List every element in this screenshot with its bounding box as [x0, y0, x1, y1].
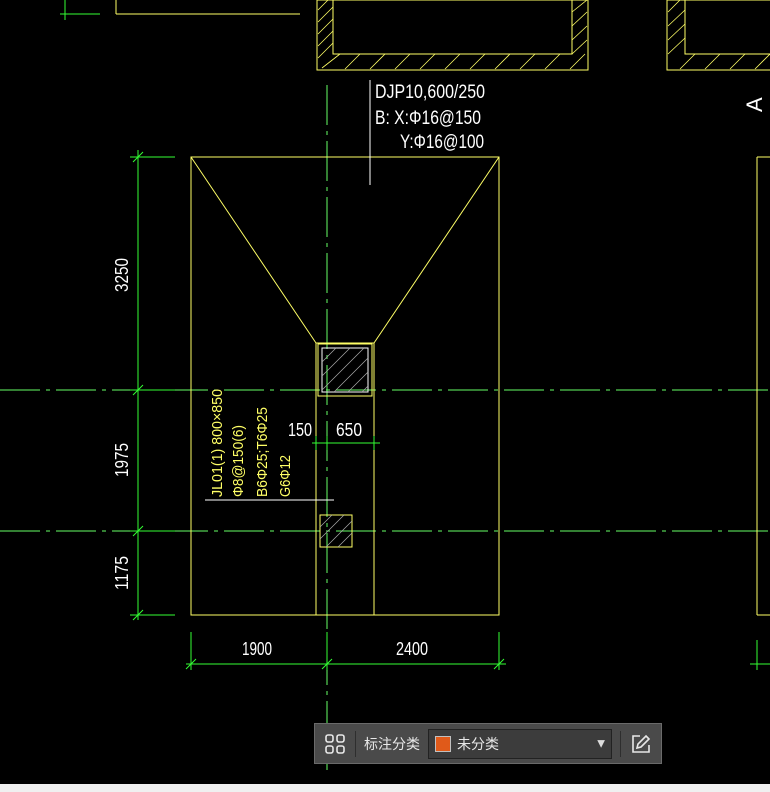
axis-lines	[0, 85, 770, 770]
toolbar-separator	[620, 730, 621, 757]
top-hatching	[317, 0, 770, 70]
column-lower[interactable]	[319, 514, 353, 548]
dim-col-left: 150	[288, 420, 312, 440]
toolbar-separator	[355, 730, 356, 757]
dim-bottom-left: 1900	[242, 639, 272, 659]
top-structures	[115, 0, 770, 71]
edit-icon[interactable]	[621, 724, 661, 763]
chevron-down-icon: ▼	[597, 738, 605, 749]
grid-icon[interactable]	[315, 724, 355, 763]
annotation-category-label: 标注分类	[364, 736, 420, 753]
dimension-lines	[60, 0, 770, 670]
leader-lines	[205, 80, 371, 501]
axis-letter: A	[742, 97, 767, 112]
dim-bottom-right: 2400	[396, 639, 428, 659]
column-upper[interactable]	[317, 343, 373, 397]
foundation-label-line2[interactable]: B: X:Φ16@150	[375, 108, 481, 129]
foundation-outline[interactable]	[190, 156, 500, 616]
beam-label-line2[interactable]: Φ8@150(6)	[230, 425, 247, 497]
foundation-label-line1[interactable]: DJP10,600/250	[375, 82, 485, 103]
beam-label-line3[interactable]: B6Φ25;T6Φ25	[254, 407, 271, 497]
category-select-value: 未分类	[457, 736, 499, 753]
status-strip	[0, 784, 770, 792]
dim-col-right: 650	[336, 420, 362, 440]
right-structure	[756, 156, 770, 616]
dim-left-top: 3250	[112, 258, 132, 292]
dim-left-mid: 1975	[112, 443, 132, 477]
annotation-category-select[interactable]: 未分类 ▼	[428, 728, 612, 759]
annotation-toolbar: 标注分类 未分类 ▼	[314, 723, 662, 764]
category-color-swatch	[435, 735, 451, 752]
beam-label-line1[interactable]: JL01(1) 800×850	[209, 389, 226, 497]
beam-label-line4[interactable]: G6Φ12	[277, 455, 294, 497]
dim-left-bottom: 1175	[112, 556, 132, 590]
foundation-label-line3[interactable]: Y:Φ16@100	[400, 132, 484, 153]
